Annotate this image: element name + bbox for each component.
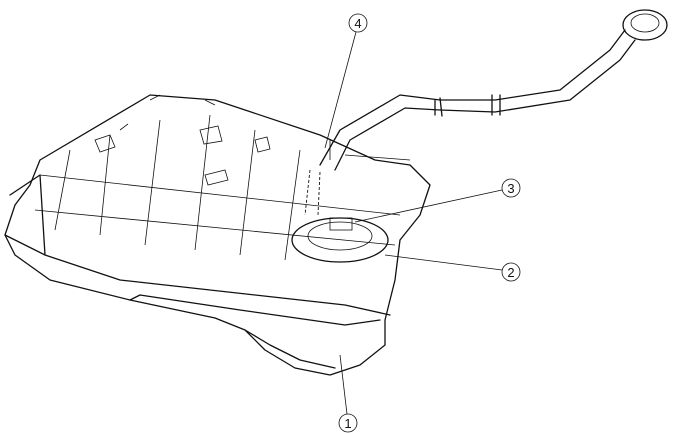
- callout-number: 1: [344, 416, 351, 431]
- tank-flange: [4, 174, 391, 316]
- sender-dashed: [304, 169, 321, 216]
- breather-pipe: [329, 140, 411, 161]
- callout-number: 2: [507, 265, 514, 280]
- callout-3: 3: [354, 178, 521, 223]
- callout-1: 1: [338, 354, 358, 433]
- callout-number: 3: [507, 181, 514, 196]
- callout-number: 4: [354, 16, 361, 31]
- filler-pipe: [319, 29, 636, 171]
- tank-top-details: [94, 94, 271, 186]
- callout-4: 4: [324, 13, 368, 149]
- fuel-pump-connector: [329, 217, 353, 231]
- tank-body-outline: [4, 94, 431, 376]
- fuel-cap-inner: [630, 13, 660, 33]
- pipe-clamps: [434, 94, 501, 117]
- tank-ribs: [34, 114, 401, 261]
- tank-lower-shell: [129, 294, 381, 369]
- fuel-cap: [622, 9, 668, 41]
- fuel-pump-plate: [307, 221, 373, 251]
- callout-2: 2: [384, 254, 521, 282]
